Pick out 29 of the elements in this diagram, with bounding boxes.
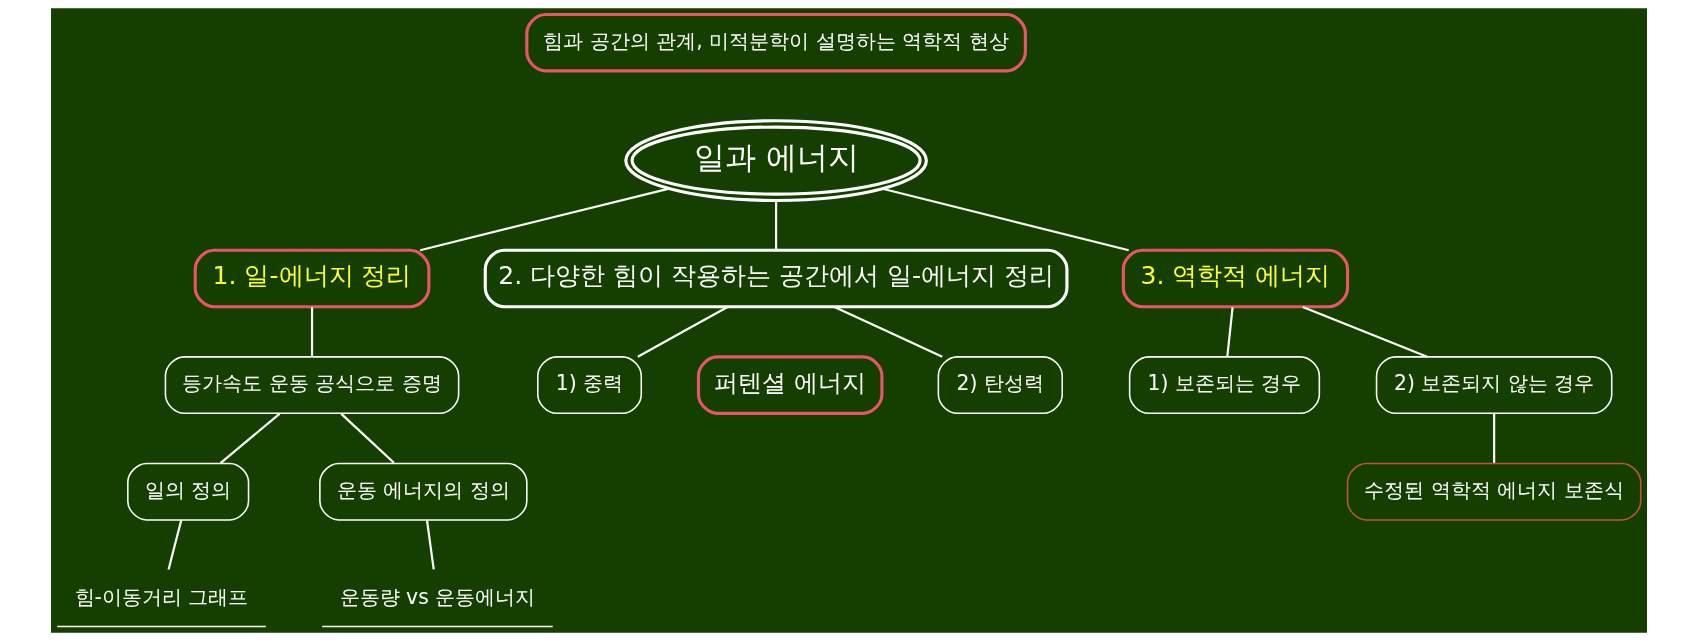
connector	[219, 413, 281, 464]
node-box: 3. 역학적 에너지	[1121, 248, 1350, 309]
node-box: 2. 다양한 힘이 작용하는 공간에서 일-에너지 정리	[483, 248, 1069, 309]
connector	[775, 200, 778, 250]
node-box: 운동 에너지의 정의	[319, 462, 528, 521]
node-box: 등가속도 운동 공식으로 증명	[164, 356, 460, 415]
connector	[1493, 413, 1496, 463]
connector	[882, 187, 1129, 252]
node-text: 운동량 vs 운동에너지	[339, 584, 536, 609]
connector	[637, 306, 729, 358]
node-box: 수정된 역학적 에너지 보존식	[1346, 462, 1642, 521]
node-box: 힘과 공간의 관계, 미적분학이 설명하는 역학적 현상	[525, 12, 1027, 73]
node-box: 2) 보존되지 않는 경우	[1375, 356, 1613, 415]
node-box: 퍼텐셜 에너지	[696, 355, 884, 415]
connector	[1226, 307, 1234, 357]
connector	[419, 187, 670, 252]
node-box: 2) 탄성력	[937, 356, 1063, 415]
connector	[833, 306, 943, 358]
connector	[425, 520, 435, 570]
connector	[310, 307, 314, 357]
connector	[1302, 305, 1428, 358]
node-box: 1. 일-에너지 정리	[193, 248, 431, 309]
connector	[167, 520, 183, 570]
node-box: 1) 보존되는 경우	[1128, 356, 1321, 415]
node-text: 힘-이동거리 그래프	[74, 584, 249, 609]
node-ellipse: 일과 에너지	[624, 119, 928, 203]
node-box: 일의 정의	[127, 462, 250, 521]
node-box: 1) 중력	[537, 356, 643, 415]
connector	[340, 413, 395, 464]
